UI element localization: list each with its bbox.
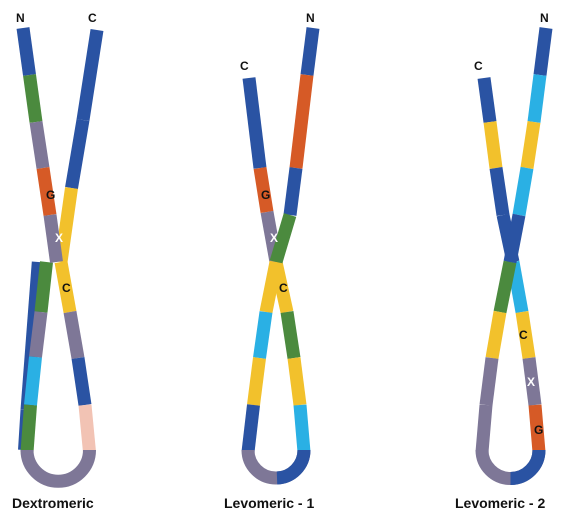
strand-segment [540, 28, 546, 75]
strand-segment [36, 312, 42, 357]
mark-g: G [534, 423, 543, 437]
strand-segment [249, 78, 260, 168]
strand-segment [260, 312, 267, 358]
strand-left-upper [23, 28, 57, 262]
strand-right [61, 30, 97, 452]
strand-segment [490, 122, 496, 168]
strand-segment [496, 168, 503, 215]
strand-segment [78, 358, 85, 405]
panel-levomeric-2: C N C X G Levomeric - 2 [455, 11, 549, 511]
strand-segment [290, 168, 296, 215]
strand-segment [70, 312, 78, 358]
strand-segment [85, 405, 90, 452]
panel-caption: Levomeric - 2 [455, 495, 545, 511]
strand-segment [31, 357, 36, 405]
mark-x: X [527, 375, 535, 389]
end-label-left: N [16, 11, 25, 25]
strand-segment [486, 358, 492, 405]
hairpin-loop-end [511, 450, 540, 479]
strand-segment [484, 78, 490, 122]
strand-segment [61, 188, 72, 262]
end-label-right: N [540, 11, 549, 25]
end-label-right: N [306, 11, 315, 25]
end-label-left: C [474, 59, 483, 73]
hairpin-loop [27, 450, 90, 481]
strand-segment [287, 312, 294, 358]
strand-segment [27, 405, 31, 452]
strand-segment [254, 358, 260, 405]
strand-segment [294, 358, 300, 405]
strand-segment [72, 120, 84, 188]
strand-segment [527, 122, 534, 168]
panel-caption: Dextromeric [12, 495, 94, 511]
strand-segment [300, 405, 304, 452]
panel-levomeric-1: C N G X C Levomeric - 1 [224, 11, 315, 511]
mark-g: G [46, 188, 55, 202]
end-label-right: C [88, 11, 97, 25]
strand-segment [500, 262, 510, 312]
strand-right-upper [290, 28, 313, 215]
strand-segment [519, 168, 527, 215]
hairpin-loop-end [277, 450, 304, 478]
strand-segment [23, 28, 30, 75]
strand-segment [492, 312, 500, 358]
strand-segment [248, 405, 254, 452]
mark-x: X [270, 231, 278, 245]
mark-c: C [279, 281, 288, 295]
strand-segment [296, 75, 307, 168]
strand-segment [534, 75, 540, 122]
strand-segment [307, 28, 313, 75]
mark-x: X [55, 231, 63, 245]
strand-segment [83, 30, 97, 120]
strand-segment [482, 405, 486, 452]
strand-segment [276, 215, 290, 262]
end-label-left: C [240, 59, 249, 73]
panel-dextromeric: N C G X C Dextromeric [12, 11, 97, 511]
panel-caption: Levomeric - 1 [224, 495, 314, 511]
strand-segment [36, 122, 43, 168]
mark-g: G [261, 188, 270, 202]
strand-segment [266, 262, 276, 312]
strand-segment [510, 215, 519, 262]
strand-segment [30, 75, 37, 122]
mark-c: C [62, 281, 71, 295]
strand-left [25, 262, 47, 452]
strand-segment [41, 262, 47, 312]
mark-c: C [519, 328, 528, 342]
